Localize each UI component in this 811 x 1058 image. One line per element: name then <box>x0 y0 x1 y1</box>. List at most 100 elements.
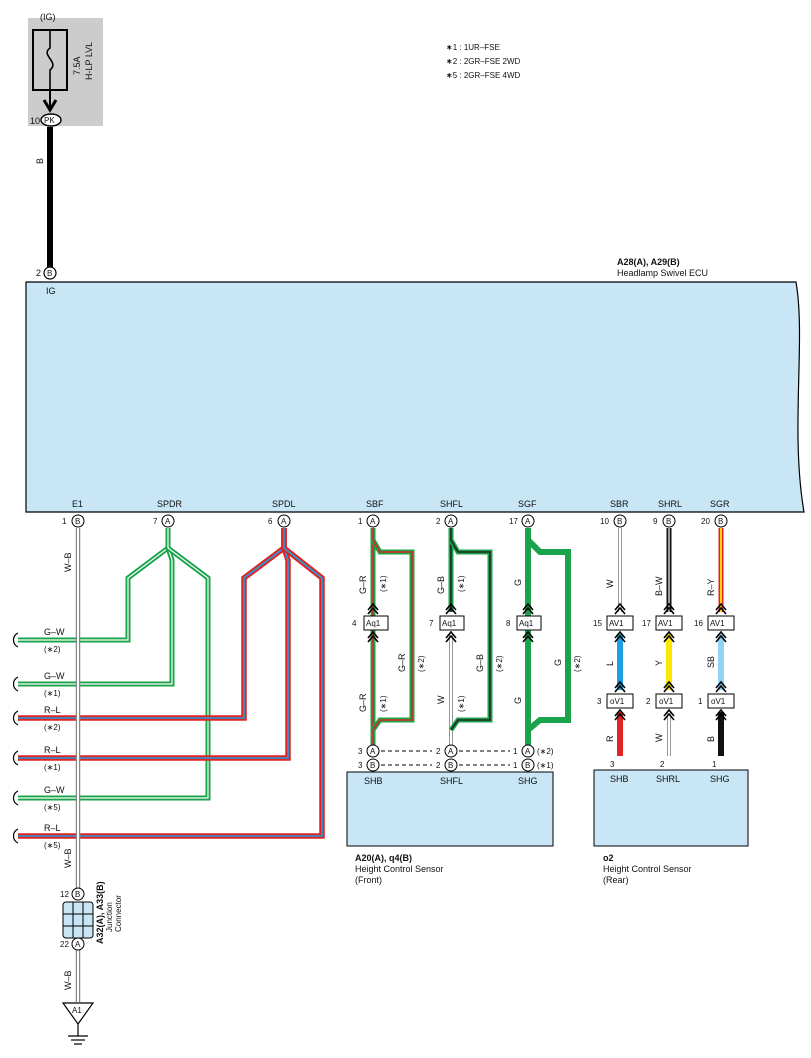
svg-text:B: B <box>617 517 622 526</box>
svg-text:8: 8 <box>506 619 511 628</box>
svg-text:16: 16 <box>694 619 703 628</box>
svg-text:G–R: G–R <box>358 575 368 594</box>
svg-text:(∗2): (∗2) <box>417 655 426 672</box>
junction-connector-icon <box>62 901 94 939</box>
front-sensor-box <box>346 771 554 847</box>
ecu-terminals: E1 SPDR SPDL SBF SHFL SGF SBR SHRL SGR <box>72 499 730 509</box>
fuse-name: H-LP LVL <box>84 42 94 80</box>
note-5: ∗5 : 2GR–FSE 4WD <box>446 71 521 80</box>
svg-text:(∗2): (∗2) <box>44 645 61 654</box>
svg-text:AV1: AV1 <box>609 619 624 628</box>
svg-text:A: A <box>525 747 531 756</box>
svg-text:B: B <box>718 517 723 526</box>
rear-connector-chevron-icons <box>614 602 727 721</box>
svg-text:W: W <box>436 695 446 704</box>
junction-connectors: A32(A), A33(B) <box>95 881 105 944</box>
svg-text:(∗1): (∗1) <box>44 689 61 698</box>
rear-sensor-terminal-shg: SHG <box>710 774 730 784</box>
svg-text:Aq1: Aq1 <box>519 619 534 628</box>
fuse-amperage: 7.5A <box>72 56 82 75</box>
svg-text:(∗2): (∗2) <box>44 723 61 732</box>
svg-text:G: G <box>513 697 523 704</box>
svg-text:17: 17 <box>509 517 518 526</box>
rear-sensor-pins: 3 2 1 <box>610 760 717 769</box>
svg-text:(∗5): (∗5) <box>44 841 61 850</box>
svg-text:10: 10 <box>600 517 609 526</box>
svg-text:B: B <box>448 761 453 770</box>
junction-pin-top <box>71 887 85 901</box>
front-sensor-terminal-shfl: SHFL <box>440 776 463 786</box>
svg-text:B: B <box>706 736 716 742</box>
ground-wire-color-mid: W–B <box>63 848 73 868</box>
front-sensor-terminal-shb: SHB <box>364 776 383 786</box>
svg-text:7: 7 <box>153 517 158 526</box>
rear-sensor-connector: o2 <box>603 853 614 863</box>
note-1: ∗1 : 1UR–FSE <box>446 43 500 52</box>
ground-wire-color-top: W–B <box>63 552 73 572</box>
svg-text:(∗1): (∗1) <box>379 695 388 712</box>
svg-text:7: 7 <box>429 619 434 628</box>
svg-text:1: 1 <box>513 761 518 770</box>
av1-connectors: AV1 15 AV1 17 AV1 16 <box>593 615 735 631</box>
svg-text:2: 2 <box>660 760 665 769</box>
note-2: ∗2 : 2GR–FSE 2WD <box>446 57 521 66</box>
svg-text:B: B <box>370 761 375 770</box>
svg-text:1: 1 <box>513 747 518 756</box>
svg-text:9: 9 <box>653 517 658 526</box>
ecu-box <box>25 281 805 513</box>
svg-text:1: 1 <box>358 517 363 526</box>
left-wire-labels: G–W (∗2) G–W (∗1) R–L (∗2) R–L (∗1) G–W … <box>44 627 65 850</box>
ecu-connectors: A28(A), A29(B) <box>617 257 680 267</box>
svg-text:(∗5): (∗5) <box>44 803 61 812</box>
svg-text:B: B <box>75 890 80 899</box>
svg-text:2: 2 <box>646 697 651 706</box>
svg-text:SBR: SBR <box>610 499 629 509</box>
svg-text:G–R: G–R <box>358 693 368 712</box>
svg-text:A: A <box>75 940 81 949</box>
svg-text:E1: E1 <box>72 499 83 509</box>
svg-text:(∗1): (∗1) <box>537 761 554 770</box>
svg-text:A: A <box>281 517 287 526</box>
rear-sensor-box <box>593 769 749 847</box>
aq1-connectors: Aq1 4 Aq1 7 Aq1 8 <box>352 615 542 631</box>
ecu-ig-pin-number: 2 <box>36 268 41 278</box>
svg-text:(∗1): (∗1) <box>457 575 466 592</box>
svg-text:R–L: R–L <box>44 705 61 715</box>
svg-text:3: 3 <box>610 760 615 769</box>
svg-text:R–L: R–L <box>44 745 61 755</box>
ground-label: A1 <box>72 1006 82 1015</box>
svg-text:2: 2 <box>436 747 441 756</box>
svg-text:A: A <box>165 517 171 526</box>
front-sensor-name: Height Control Sensor <box>355 864 444 874</box>
svg-text:3: 3 <box>358 761 363 770</box>
junction-pin-top-number: 12 <box>60 890 69 899</box>
fuse-box-background <box>28 18 103 126</box>
svg-text:(∗1): (∗1) <box>379 575 388 592</box>
ground-wire-color-bottom: W–B <box>63 970 73 990</box>
svg-text:2: 2 <box>436 517 441 526</box>
rear-wires <box>617 528 724 756</box>
svg-text:G–B: G–B <box>475 654 485 672</box>
svg-text:G: G <box>513 579 523 586</box>
front-wire-labels: G–R (∗1) G–R (∗1) G–R (∗2) G–B (∗1) W (∗… <box>358 575 582 712</box>
svg-text:20: 20 <box>701 517 710 526</box>
svg-text:G–W: G–W <box>44 671 65 681</box>
junction-name-1: Junction <box>105 902 114 932</box>
svg-text:(∗1): (∗1) <box>44 763 61 772</box>
svg-text:(∗1): (∗1) <box>457 695 466 712</box>
svg-text:R–Y: R–Y <box>706 578 716 596</box>
svg-text:oV1: oV1 <box>610 697 625 706</box>
svg-text:AV1: AV1 <box>710 619 725 628</box>
front-sensor-connectors: A20(A), q4(B) <box>355 853 412 863</box>
svg-text:SGF: SGF <box>518 499 537 509</box>
junction-pin-bottom-number: 22 <box>60 940 69 949</box>
svg-text:W: W <box>654 733 664 742</box>
svg-text:G: G <box>553 659 563 666</box>
svg-text:B: B <box>666 517 671 526</box>
wire-break-marks <box>12 632 19 844</box>
ecu-ig-label: IG <box>46 286 56 296</box>
svg-text:R: R <box>605 735 615 742</box>
svg-text:(∗2): (∗2) <box>573 655 582 672</box>
svg-text:B: B <box>525 761 530 770</box>
